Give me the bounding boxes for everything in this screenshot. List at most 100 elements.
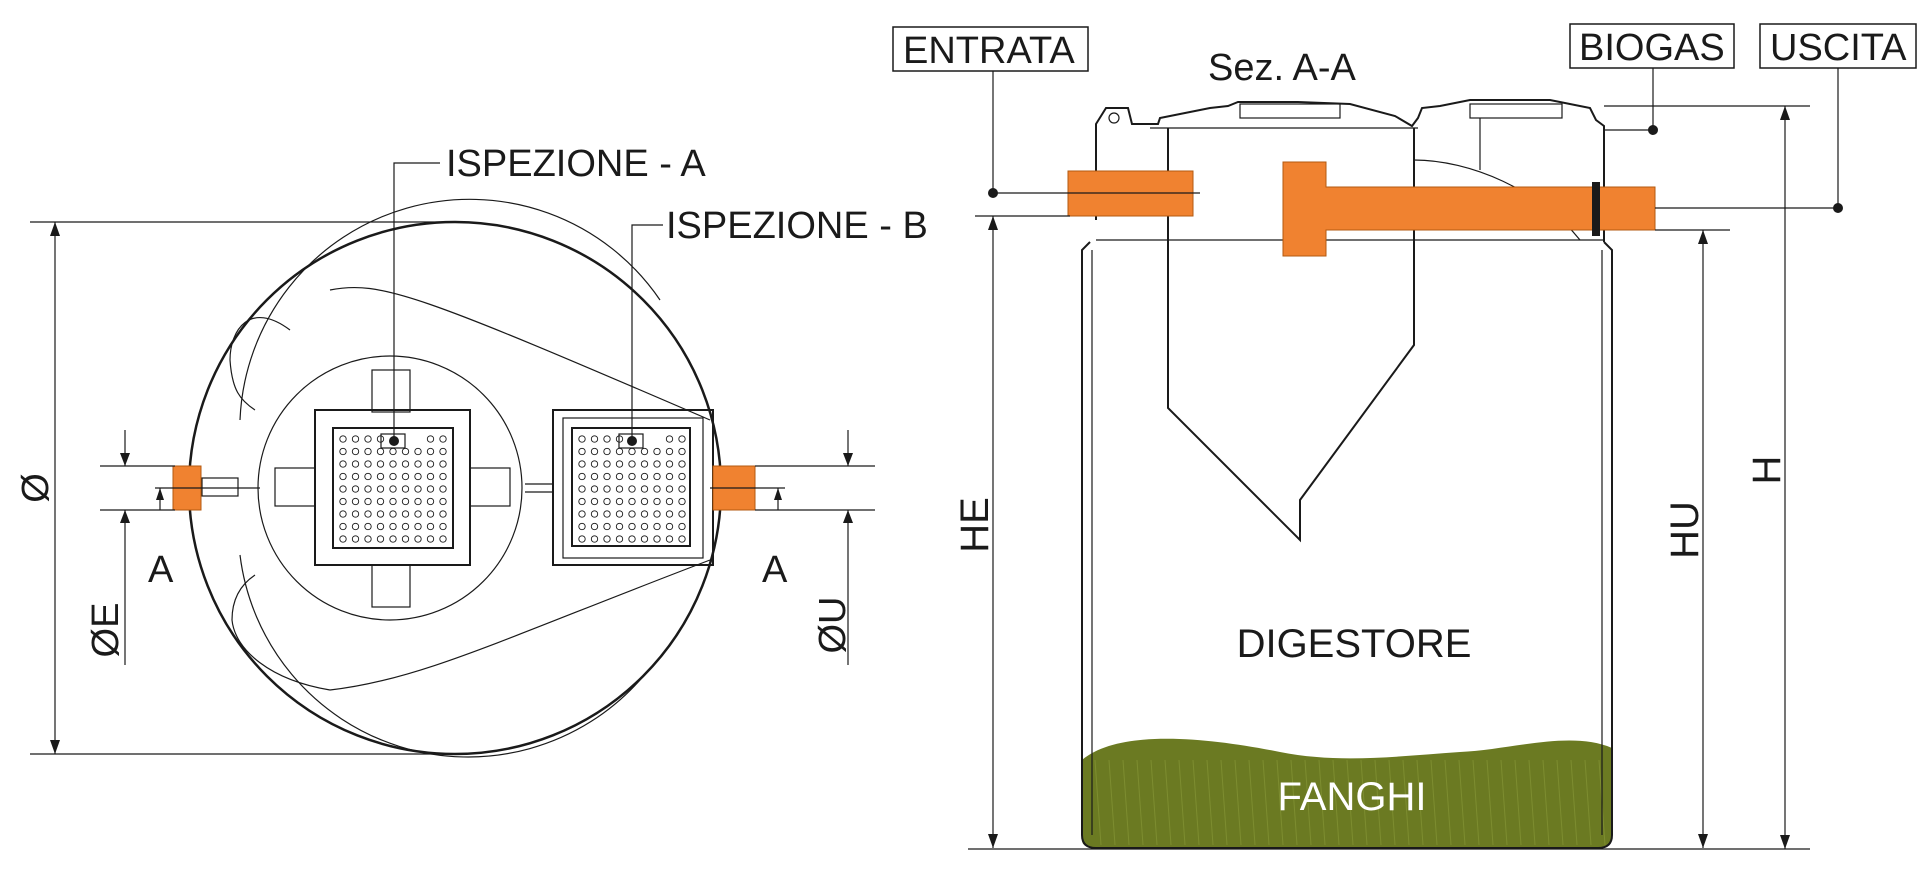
- grate-hole: [439, 535, 447, 543]
- grate-hole: [339, 535, 347, 543]
- inspection-b-leader: [631, 224, 663, 441]
- grate-hole: [389, 522, 397, 531]
- sludge-hatch: [1374, 759, 1382, 846]
- sludge-hatch: [1486, 759, 1494, 846]
- sludge-hatch: [1276, 759, 1284, 846]
- grate-hole: [376, 535, 385, 543]
- grate-hole: [665, 460, 674, 468]
- grate-hole: [439, 472, 447, 481]
- hu-arrow-top: [1698, 230, 1708, 244]
- sludge-hatch: [1514, 759, 1522, 846]
- grate-hole: [628, 447, 636, 456]
- sludge-hatch: [1136, 759, 1144, 846]
- grate-hole: [401, 535, 410, 543]
- grate-hole: [640, 447, 649, 456]
- grate-hole: [426, 510, 435, 518]
- grate-hole: [414, 460, 422, 468]
- sludge-hatch: [1458, 759, 1466, 846]
- grate-hole: [653, 497, 661, 506]
- grate-hole: [351, 522, 360, 531]
- grate-hole: [653, 522, 661, 531]
- grate-hole: [578, 497, 586, 506]
- inlet-diameter-label: ØE: [85, 603, 127, 658]
- grate-hole: [615, 460, 624, 468]
- grate-hole: [426, 447, 435, 456]
- grate-hole: [578, 460, 586, 468]
- grate-hole: [439, 435, 447, 443]
- grate-hole: [389, 485, 397, 493]
- grate-hole: [615, 497, 624, 506]
- inspection-b-grate: [571, 427, 691, 547]
- biogas-label: BIOGAS: [1579, 27, 1725, 69]
- grate-hole: [389, 447, 397, 456]
- grate-hole: [678, 485, 686, 493]
- outlet-dia-tick-arrow: [774, 488, 782, 500]
- inspection-b-grate-holes: [578, 435, 686, 543]
- grate-hole: [364, 472, 372, 481]
- section-mark-right: A: [762, 549, 788, 591]
- grate-hole: [578, 485, 586, 493]
- hu-arrow-bottom: [1698, 834, 1708, 848]
- inlet-dia-tick-arrow: [156, 488, 164, 500]
- inspection-b-frame: [562, 417, 704, 559]
- grate-hole: [439, 522, 447, 531]
- grate-hole: [439, 460, 447, 468]
- inlet-dia-arrow-bottom: [120, 510, 130, 523]
- grate-hole: [414, 522, 422, 531]
- inlet-label-box: [892, 26, 1089, 72]
- grate-hole: [603, 435, 611, 443]
- grate-hole: [351, 485, 360, 493]
- grate-hole: [678, 472, 686, 481]
- grate-hole: [678, 435, 686, 443]
- biogas-label-box: [1569, 23, 1735, 69]
- grate-hole: [578, 522, 586, 531]
- grate-hole: [590, 447, 599, 456]
- sludge-hatch: [1388, 759, 1396, 846]
- diameter-label: Ø: [15, 473, 57, 503]
- baffle-funnel: [1167, 128, 1415, 543]
- outlet-label-box: [1759, 23, 1917, 69]
- cover-a-lid: [1239, 103, 1341, 119]
- grate-hole: [376, 447, 385, 456]
- grate-hole: [603, 447, 611, 456]
- outlet-leader-dot: [1833, 203, 1843, 213]
- grate-hole: [426, 460, 435, 468]
- grate-hole: [439, 497, 447, 506]
- grate-hole: [603, 497, 611, 506]
- sludge-label: FANGHI: [1278, 775, 1427, 819]
- grate-hole: [351, 460, 360, 468]
- grate-hole: [640, 472, 649, 481]
- he-label: HE: [953, 497, 997, 553]
- grate-hole: [590, 472, 599, 481]
- grate-hole: [426, 472, 435, 481]
- grate-hole: [628, 460, 636, 468]
- grate-hole: [628, 485, 636, 493]
- sludge-hatch: [1122, 759, 1130, 846]
- grate-hole: [653, 535, 661, 543]
- grate-hole: [351, 497, 360, 506]
- tank-inner-ring: [239, 198, 661, 758]
- h-arrow-bottom: [1780, 835, 1790, 849]
- inspection-a-arm-right: [469, 467, 511, 507]
- grate-hole: [376, 485, 385, 493]
- outlet-dia-arrow-top: [843, 453, 853, 466]
- tank-top-cover: [1095, 99, 1605, 242]
- grate-hole: [665, 522, 674, 531]
- grate-hole: [615, 535, 624, 543]
- sludge-hatch: [1164, 759, 1172, 846]
- grate-hole: [376, 460, 385, 468]
- grate-hole: [640, 460, 649, 468]
- grate-hole: [401, 510, 410, 518]
- grate-hole: [665, 447, 674, 456]
- sludge-hatch: [1402, 759, 1410, 846]
- sludge-hatch: [1570, 759, 1578, 846]
- he-arrow-top: [988, 216, 998, 230]
- inspection-a-handle: [380, 433, 406, 449]
- grate-hole: [578, 447, 586, 456]
- grate-hole: [389, 510, 397, 518]
- grate-hole: [426, 485, 435, 493]
- inspection-a-grate: [332, 427, 454, 549]
- grate-hole: [376, 472, 385, 481]
- sludge-texture: [1094, 759, 1606, 846]
- outlet-dia-arrow-bottom: [843, 510, 853, 523]
